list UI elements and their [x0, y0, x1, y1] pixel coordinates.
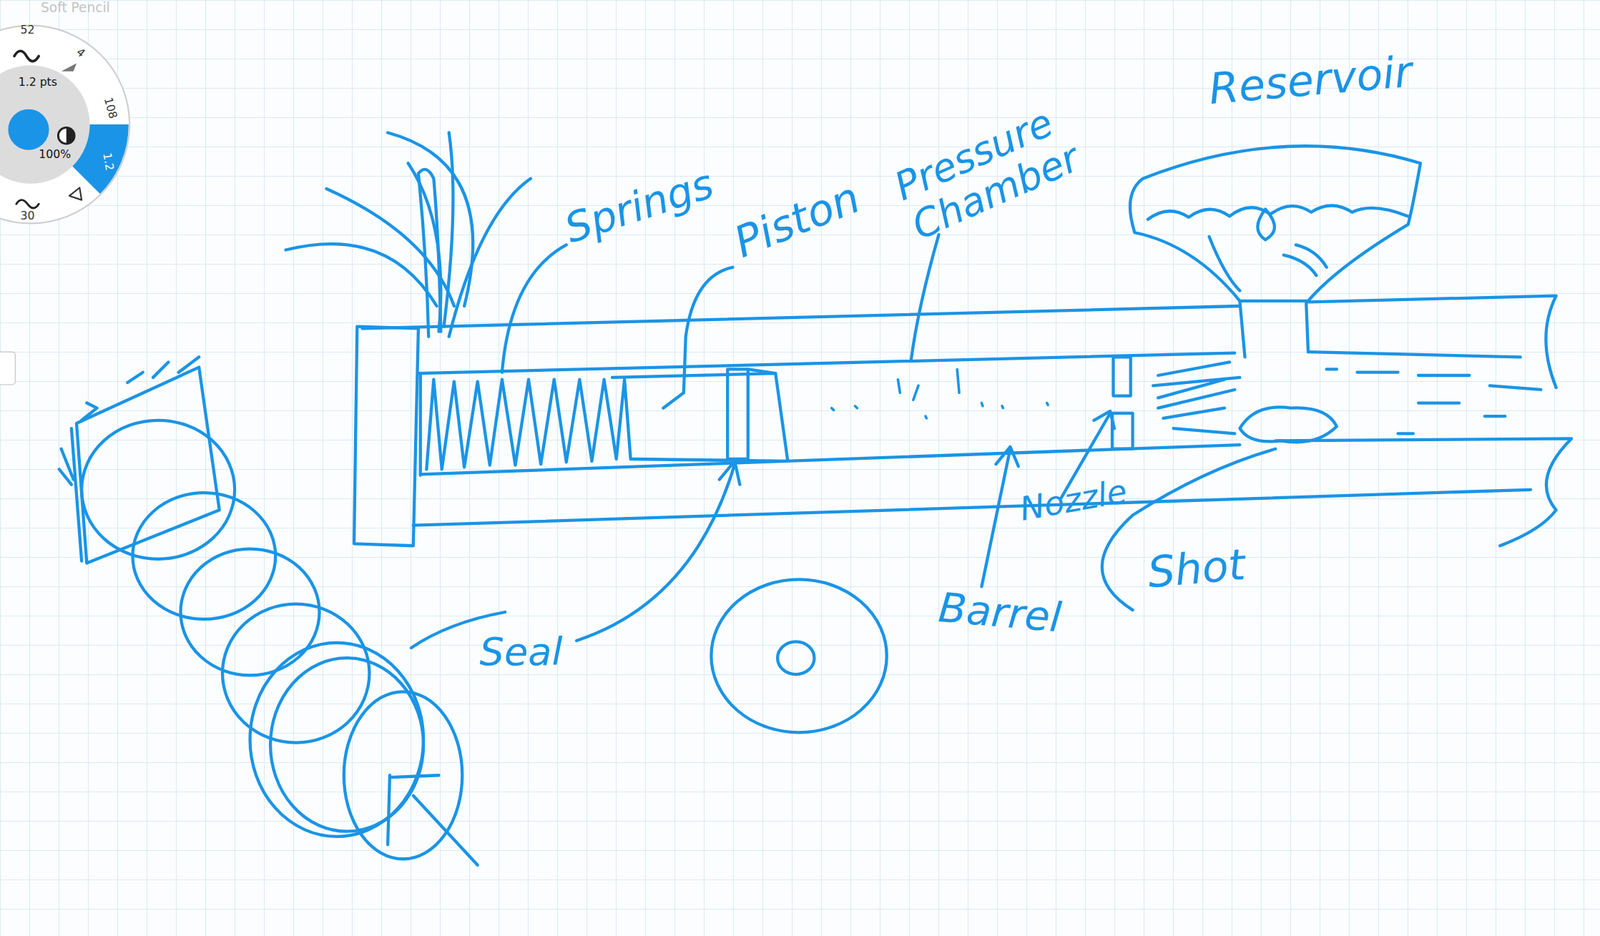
- part-label: Springs: [559, 160, 719, 252]
- part-label: Nozzle: [1017, 473, 1130, 528]
- part-label: Pressure Chamber: [889, 87, 1111, 249]
- part-label: Shot: [1145, 541, 1247, 598]
- part-label: Reservoir: [1207, 48, 1415, 114]
- palette-number: 30: [20, 210, 36, 223]
- part-label: Seal: [479, 631, 563, 675]
- part-label: Piston: [728, 174, 867, 267]
- palette-number: 1.2: [100, 152, 116, 173]
- stroke-size: 1.2 pts: [18, 76, 58, 89]
- app-title: Soft Pencil: [40, 0, 111, 16]
- opacity-value: 100%: [38, 148, 71, 161]
- part-label: Barrel: [936, 585, 1064, 641]
- palette-number: 52: [20, 24, 36, 37]
